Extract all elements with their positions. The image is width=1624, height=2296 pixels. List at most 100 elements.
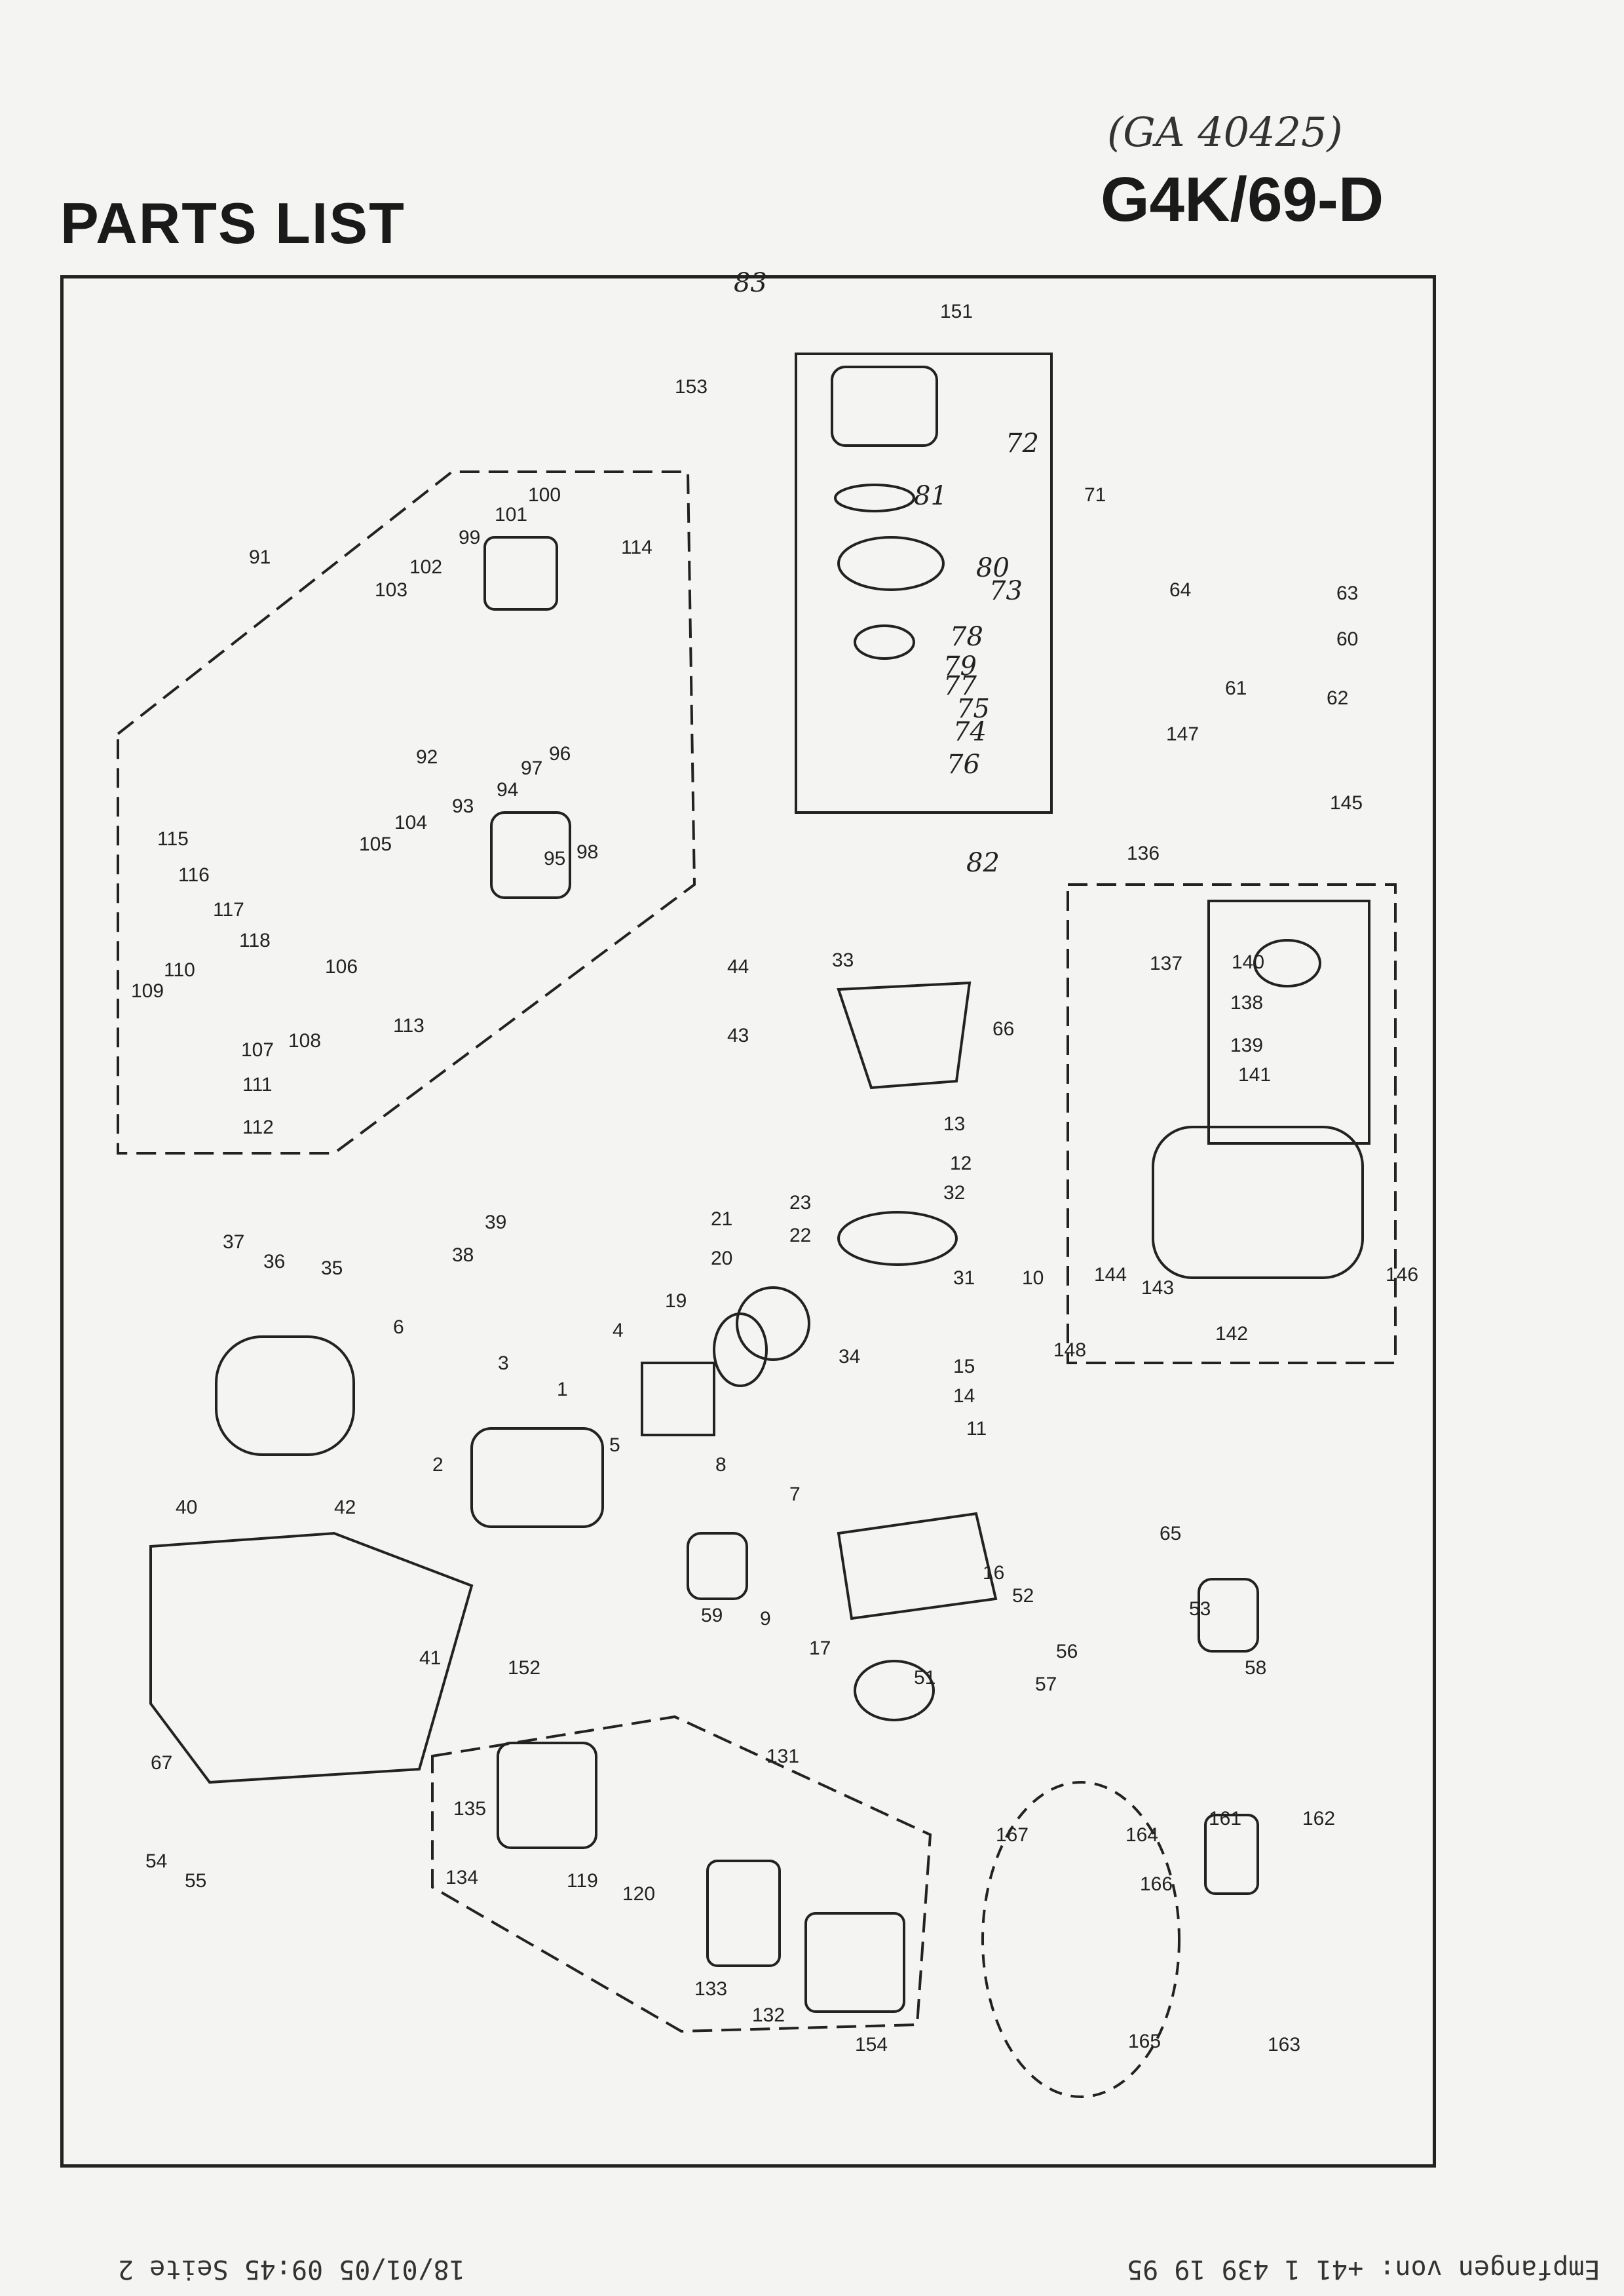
part-label-54: 54 — [145, 1850, 167, 1872]
part-label-114: 114 — [621, 537, 652, 558]
part-label-79: 79 — [943, 651, 977, 681]
part-label-55: 55 — [185, 1870, 206, 1892]
part-label-132: 132 — [752, 2004, 785, 2026]
part-label-147: 147 — [1166, 723, 1199, 745]
part-label-75: 75 — [956, 694, 990, 724]
part-label-40: 40 — [176, 1497, 197, 1518]
ignition-coil — [1198, 1578, 1259, 1653]
part-label-104: 104 — [394, 812, 427, 833]
part-label-12-top: 12 — [950, 1153, 972, 1174]
part-label-118: 118 — [239, 930, 271, 951]
part-label-19: 19 — [665, 1290, 687, 1312]
part-label-3: 3 — [498, 1352, 509, 1374]
crankcase-bottom — [837, 1512, 998, 1620]
part-label-141: 141 — [1238, 1064, 1271, 1086]
fuel-cap-subgroup-box — [1207, 900, 1370, 1145]
part-label-44: 44 — [727, 956, 749, 978]
part-label-57: 57 — [1035, 1674, 1057, 1695]
part-label-39: 39 — [485, 1212, 506, 1233]
part-label-23: 23 — [789, 1192, 811, 1214]
fuel-tank-group-box — [1067, 883, 1397, 1364]
part-label-9: 9 — [760, 1608, 771, 1630]
part-label-4: 4 — [613, 1320, 624, 1341]
part-label-165: 165 — [1128, 2031, 1161, 2052]
part-label-20: 20 — [711, 1248, 732, 1269]
page-title: PARTS LIST — [60, 191, 406, 256]
part-label-37: 37 — [223, 1231, 244, 1253]
cylinder — [470, 1427, 604, 1528]
part-label-59: 59 — [701, 1605, 723, 1626]
fax-sender-line: Empfangen von: +41 1 439 19 95 — [1127, 2254, 1600, 2284]
part-label-107: 107 — [241, 1039, 274, 1061]
part-label-66: 66 — [992, 1018, 1014, 1040]
part-label-117: 117 — [213, 899, 244, 921]
part-label-13: 13 — [943, 1113, 965, 1135]
part-label-22: 22 — [789, 1225, 811, 1246]
fuel-tank — [1152, 1126, 1364, 1279]
part-label-145: 145 — [1330, 792, 1363, 814]
part-label-81: 81 — [914, 481, 947, 511]
carburetor-group-outline — [117, 470, 696, 1155]
part-label-164: 164 — [1125, 1824, 1158, 1846]
carburetor-body — [490, 811, 571, 899]
part-label-11: 11 — [966, 1418, 987, 1440]
air-filter-group-outline — [431, 1715, 932, 2033]
part-label-98: 98 — [576, 841, 598, 863]
part-label-113: 113 — [393, 1015, 425, 1037]
part-label-137: 137 — [1150, 953, 1182, 974]
part-label-6: 6 — [393, 1316, 404, 1338]
part-label-148: 148 — [1053, 1339, 1086, 1361]
part-label-67: 67 — [151, 1752, 172, 1774]
part-label-53: 53 — [1189, 1598, 1211, 1620]
part-label-91: 91 — [249, 546, 271, 568]
part-label-73: 73 — [989, 576, 1023, 606]
part-label-116: 116 — [178, 864, 210, 886]
insulator — [687, 1532, 748, 1600]
engine-cover — [149, 1531, 474, 1784]
handwritten-reference: (GA 40425) — [1107, 108, 1343, 156]
part-label-109: 109 — [131, 980, 164, 1002]
part-label-94: 94 — [497, 779, 518, 801]
part-label-108: 108 — [288, 1030, 321, 1052]
part-label-139: 139 — [1230, 1035, 1263, 1056]
piston — [736, 1286, 810, 1361]
cylinder-gasket — [641, 1362, 715, 1436]
air-cleaner-cover — [804, 1912, 905, 2013]
part-label-100: 100 — [528, 484, 561, 506]
part-label-144: 144 — [1094, 1264, 1127, 1286]
piston-ring — [713, 1312, 768, 1387]
part-label-58: 58 — [1245, 1657, 1266, 1679]
part-label-17: 17 — [809, 1637, 831, 1659]
part-label-146: 146 — [1386, 1264, 1418, 1286]
part-label-78: 78 — [950, 622, 983, 652]
part-label-162: 162 — [1302, 1808, 1335, 1829]
part-label-111: 111 — [242, 1074, 273, 1096]
part-label-42: 42 — [334, 1497, 356, 1518]
part-label-166: 166 — [1140, 1873, 1173, 1895]
part-label-71: 71 — [1084, 484, 1106, 506]
part-label-14: 14 — [953, 1385, 975, 1407]
part-label-35: 35 — [321, 1257, 343, 1279]
part-label-83: 83 — [734, 268, 767, 298]
carburetor-diaphragm — [483, 536, 558, 611]
part-label-105: 105 — [359, 833, 392, 855]
muffler — [215, 1335, 355, 1456]
part-label-60: 60 — [1336, 628, 1358, 650]
air-filter-element — [706, 1860, 781, 1967]
part-label-103: 103 — [375, 579, 407, 601]
part-label-21: 21 — [711, 1208, 732, 1230]
part-label-36: 36 — [263, 1251, 285, 1272]
part-label-99: 99 — [459, 527, 480, 548]
starter-pawl — [854, 624, 915, 660]
fuel-cap — [1253, 939, 1321, 987]
part-label-64: 64 — [1169, 579, 1191, 601]
part-label-80: 80 — [976, 553, 1010, 583]
crankshaft — [837, 1211, 958, 1266]
part-label-43: 43 — [727, 1025, 749, 1046]
part-label-133: 133 — [694, 1978, 727, 2000]
part-label-135: 135 — [453, 1798, 486, 1820]
part-label-76: 76 — [947, 750, 980, 780]
clutch-drum — [854, 1660, 935, 1721]
part-label-142: 142 — [1215, 1323, 1248, 1345]
part-label-110: 110 — [164, 959, 195, 981]
